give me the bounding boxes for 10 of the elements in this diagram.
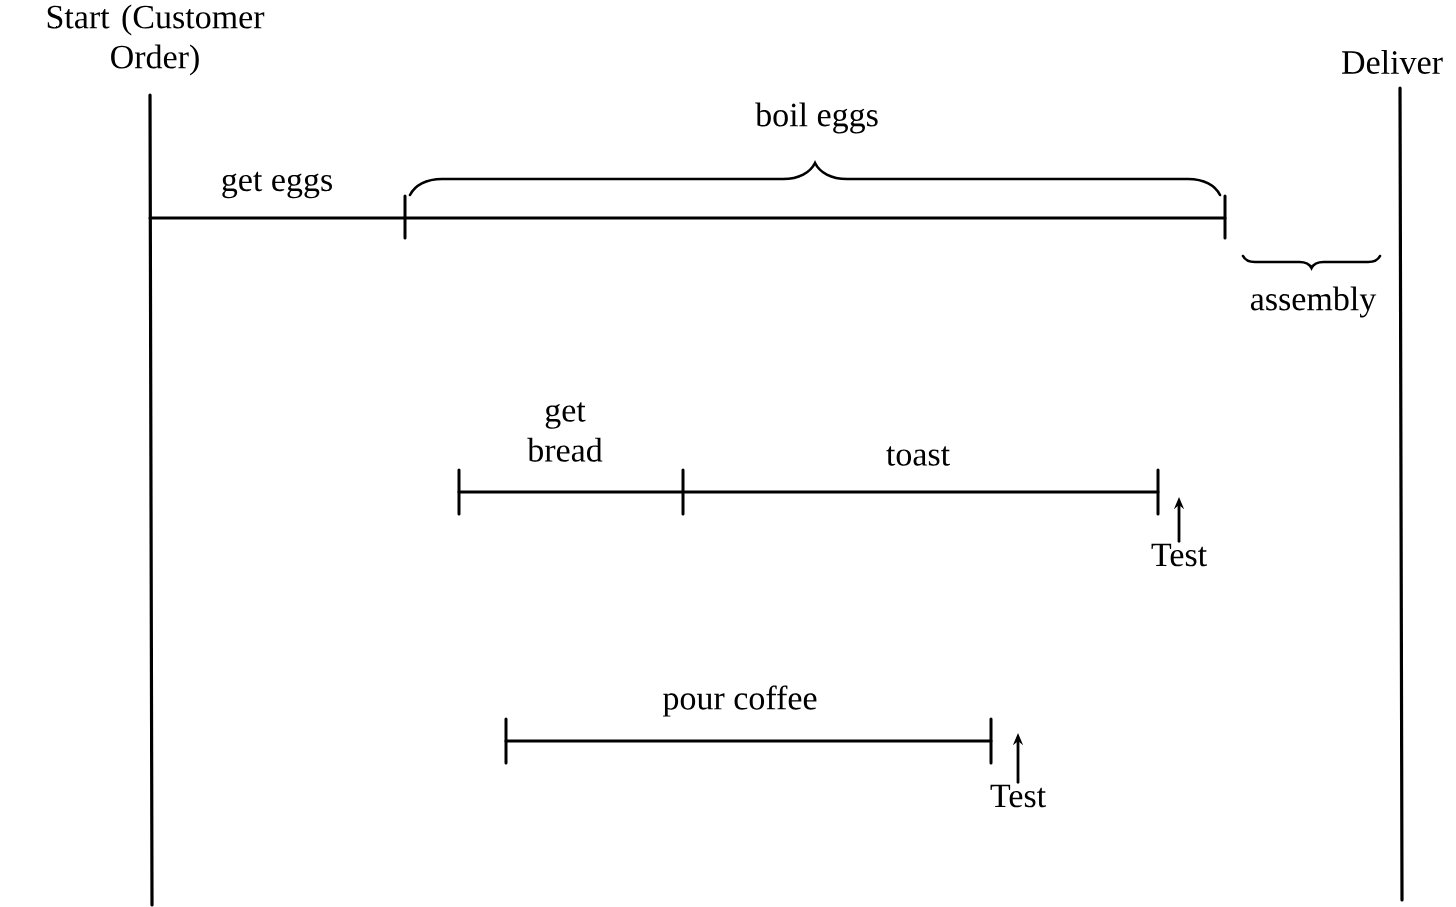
task-label: get bread: [527, 402, 603, 462]
test-label: Test: [1151, 543, 1207, 567]
task-label: assembly: [1250, 286, 1377, 318]
task-label: boil eggs: [755, 102, 878, 134]
task-label: pour coffee: [663, 685, 817, 717]
task-label: Deliver: [1342, 50, 1443, 74]
task-label: Start (Customer Order): [47, 4, 265, 76]
task-label: get eggs: [222, 171, 332, 199]
task-label: toast: [886, 446, 950, 466]
test-label: Test: [990, 784, 1046, 808]
